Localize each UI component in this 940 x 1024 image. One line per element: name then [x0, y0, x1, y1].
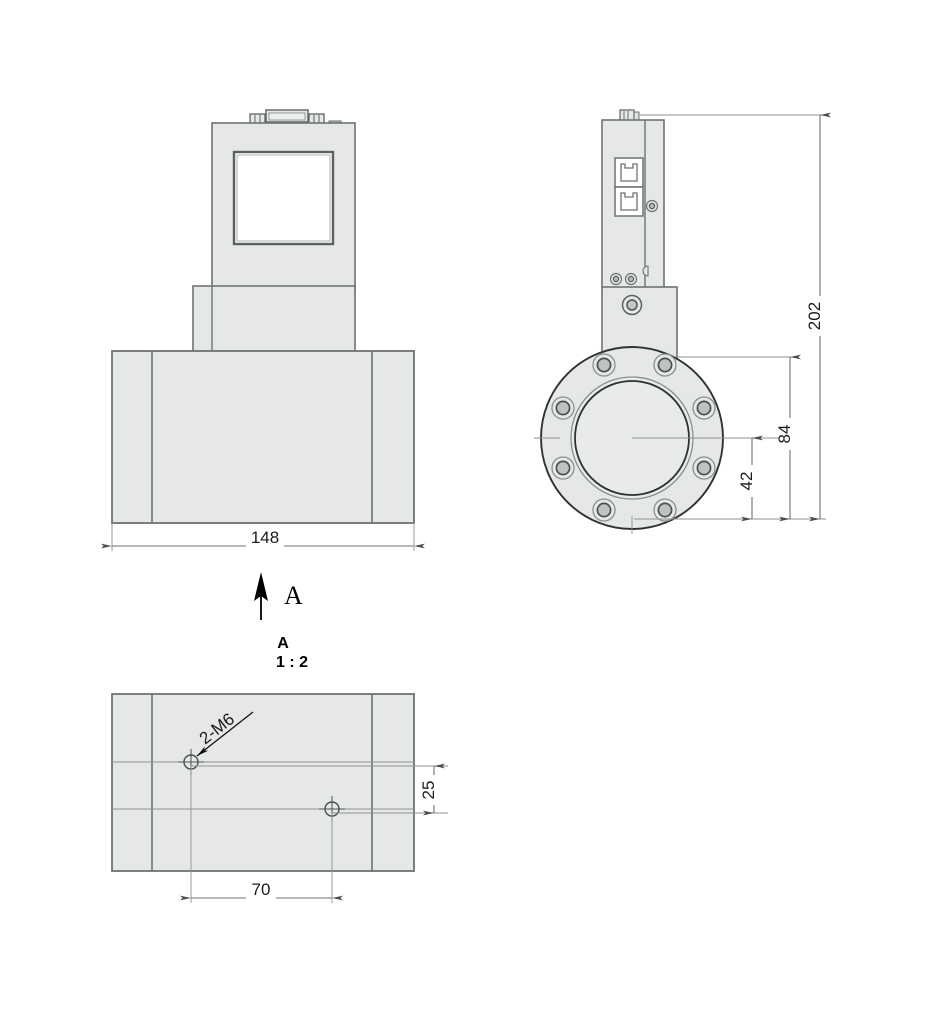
dimension-84: 84 — [775, 354, 801, 522]
dimension-25: 25 — [419, 763, 445, 816]
dimension-70-text: 70 — [252, 880, 271, 899]
section-view-a: 2-M6 25 70 — [111, 693, 448, 903]
side-slot-detail — [642, 265, 649, 277]
section-title-block: A 1 : 2 — [276, 635, 308, 671]
rj45-icon-upper — [620, 163, 638, 182]
front-main-body — [111, 350, 415, 524]
side-view: 42 84 202 — [534, 109, 832, 534]
flange-bolt-hole — [692, 396, 716, 420]
flange-bolt-hole — [551, 396, 575, 420]
arrow-head-icon — [254, 572, 268, 601]
flange-bolt-hole — [653, 353, 677, 377]
flange-bolt-hole — [592, 498, 616, 522]
flange-bolt-hole — [692, 456, 716, 480]
section-scale-label: 1 : 2 — [276, 654, 308, 671]
dimension-148-text: 148 — [251, 528, 279, 547]
side-screw-neck — [621, 294, 643, 316]
flange-bolt-holes — [551, 353, 716, 522]
rj45-port-group — [614, 157, 644, 217]
display-window — [232, 150, 335, 246]
dimension-42-text: 42 — [737, 472, 756, 491]
section-label: A — [277, 635, 289, 652]
flange-bolt-hole — [653, 498, 677, 522]
circular-flange — [534, 346, 724, 534]
side-screw-port — [645, 199, 659, 213]
flange-bolt-hole — [551, 456, 575, 480]
front-mid-block — [192, 285, 356, 353]
dimension-70: 70 — [180, 880, 343, 901]
side-screw-pair-lower — [609, 272, 638, 286]
dimension-42: 42 — [737, 435, 763, 522]
section-body-outline — [111, 693, 415, 872]
front-view: 148 — [101, 109, 425, 551]
dimension-84-text: 84 — [775, 425, 794, 444]
flange-bolt-hole — [592, 353, 616, 377]
dimension-25-text: 25 — [419, 781, 438, 800]
view-arrow-label: A — [284, 581, 303, 610]
view-direction-arrow-a: A — [254, 572, 303, 620]
dimension-202: 202 — [805, 112, 832, 522]
rj45-icon-lower — [620, 192, 638, 211]
dimension-148: 148 — [101, 523, 425, 551]
dimension-202-text: 202 — [805, 302, 824, 330]
